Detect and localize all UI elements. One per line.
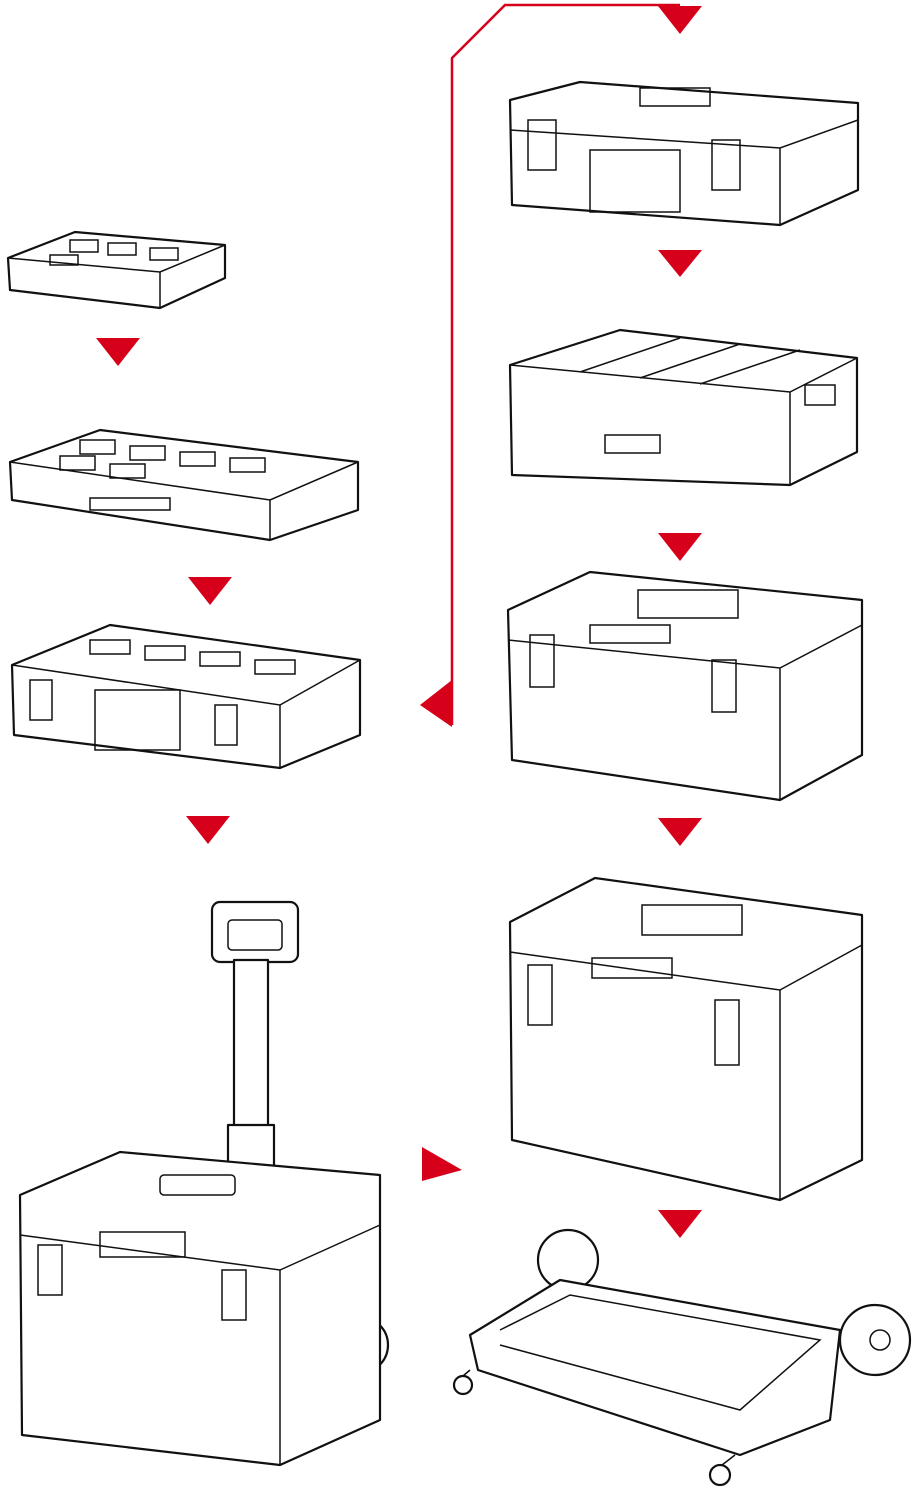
arrow-down-icon xyxy=(186,816,230,844)
arrow-right-icon xyxy=(422,1147,462,1181)
connector-line xyxy=(450,3,680,725)
arrow-down-icon xyxy=(96,338,140,366)
arrow-down-icon xyxy=(658,533,702,561)
small-organizer xyxy=(6,230,227,310)
deep-tool-box xyxy=(508,876,864,1202)
wheeled-cart-base xyxy=(452,1228,912,1487)
arrow-down-icon xyxy=(658,6,702,34)
carry-case xyxy=(508,80,860,227)
arrow-down-icon xyxy=(658,250,702,277)
arrow-down-icon xyxy=(188,577,232,605)
insert-bin xyxy=(508,328,859,487)
tool-box xyxy=(506,570,864,802)
mobile-trolley-toolbox xyxy=(18,900,390,1467)
arrow-left-icon xyxy=(420,680,452,727)
large-organizer xyxy=(10,623,362,770)
arrow-down-icon xyxy=(658,1210,702,1238)
medium-organizer xyxy=(8,428,360,542)
arrow-down-icon xyxy=(658,818,702,846)
